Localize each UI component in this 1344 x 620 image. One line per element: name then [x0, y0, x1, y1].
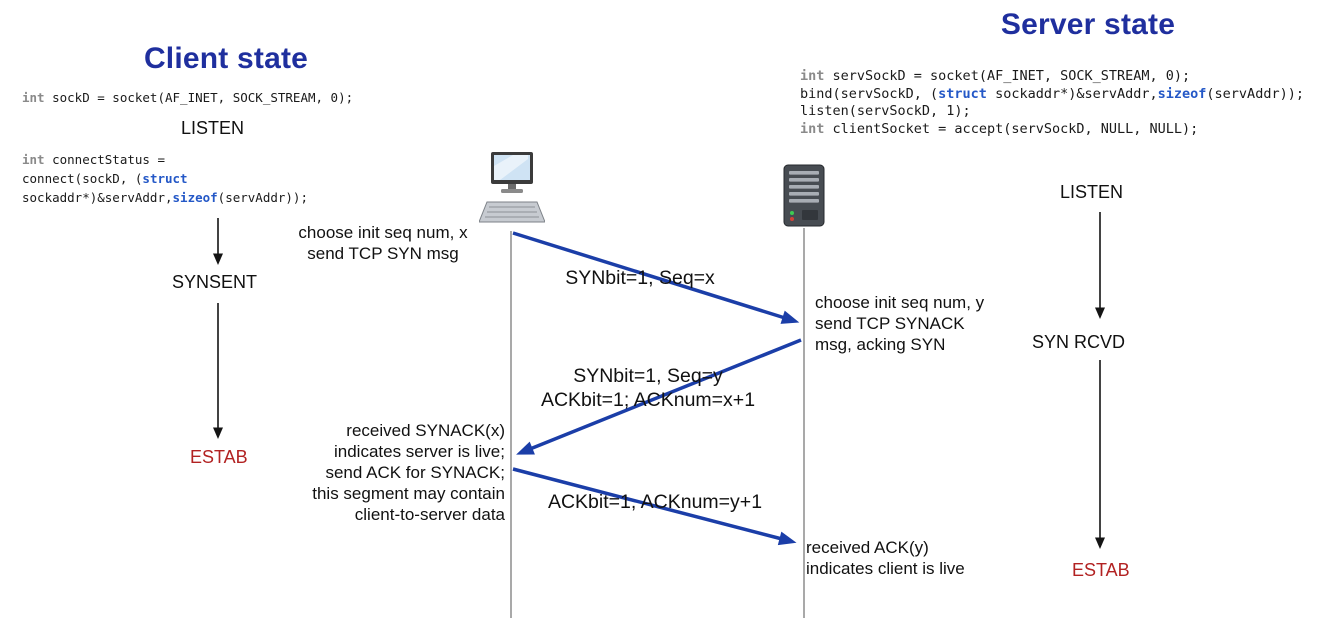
client-connect-code: int connectStatus = connect(sockD, (stru… [22, 150, 308, 207]
server-state-synrcvd: SYN RCVD [1032, 332, 1126, 352]
code-text: servSockD = socket(AF_INET, SOCK_STREAM,… [800, 68, 1191, 102]
ack-arrow [512, 467, 797, 546]
note-received-ack: received ACK(y) indicates client is live [806, 538, 965, 578]
code-text: sockD = socket(AF_INET, SOCK_STREAM, 0); [44, 90, 354, 105]
note-received-synack: received SYNACK(x) indicates server is l… [312, 421, 505, 524]
code-text: clientSocket = accept(servSockD, NULL, N… [824, 120, 1199, 137]
server-slat [789, 199, 819, 203]
client-title: Client state [143, 42, 309, 75]
server-state-estab: ESTAB [1072, 560, 1130, 580]
client-state-estab: ESTAB [190, 447, 248, 467]
client-state-listen: LISTEN [181, 118, 245, 138]
code-text: (servAddr)); [217, 190, 308, 205]
server-slat [789, 185, 819, 189]
client-state-synsent: SYNSENT [172, 272, 258, 292]
server-drive-bay [802, 210, 818, 220]
code-keyword-int: int [800, 120, 825, 137]
code-text: connectStatus = connect(sockD, ( [22, 152, 165, 186]
server-led-green [790, 211, 794, 215]
server-slat [789, 178, 819, 182]
synack-arrow [516, 338, 802, 455]
msg-label-ack: ACKbit=1, ACKnum=y+1 [547, 491, 763, 513]
msg-label-synack: SYNbit=1, Seq=y ACKbit=1; ACKnum=x+1 [540, 365, 756, 411]
code-keyword-int: int [22, 90, 45, 105]
syn-arrow [512, 231, 800, 324]
code-text: sockaddr*)&servAddr, [22, 190, 173, 205]
code-keyword-sizeof: sizeof [172, 190, 218, 205]
note-choose-seq-x: choose init seq num, x send TCP SYN msg [298, 223, 468, 263]
server-icon [782, 164, 826, 233]
server-slat [789, 192, 819, 196]
screen-glare [494, 155, 528, 180]
client-computer-icon-svg [478, 152, 546, 223]
client-socket-code: int sockD = socket(AF_INET, SOCK_STREAM,… [22, 88, 353, 107]
server-title: Server state [1000, 8, 1176, 41]
client-computer-icon [478, 150, 546, 235]
code-keyword-struct: struct [938, 85, 987, 102]
server-led-red [790, 217, 794, 221]
code-keyword-sizeof: sizeof [1157, 85, 1207, 102]
server-icon-svg [783, 164, 825, 227]
code-keyword-int: int [22, 152, 45, 167]
server-setup-code: int servSockD = socket(AF_INET, SOCK_STR… [800, 68, 1304, 138]
msg-label-syn: SYNbit=1, Seq=x [565, 267, 715, 289]
code-keyword-struct: struct [142, 171, 188, 186]
monitor-base [501, 189, 523, 193]
monitor-neck [508, 184, 516, 189]
code-text: sockaddr*)&servAddr, [986, 85, 1158, 102]
server-state-listen: LISTEN [1060, 182, 1124, 202]
note-choose-seq-y: choose init seq num, y send TCP SYNACK m… [815, 293, 985, 354]
code-keyword-int: int [800, 68, 825, 84]
server-slat [789, 171, 819, 175]
code-text: (servAddr)); listen(servSockD, 1); [800, 85, 1304, 120]
